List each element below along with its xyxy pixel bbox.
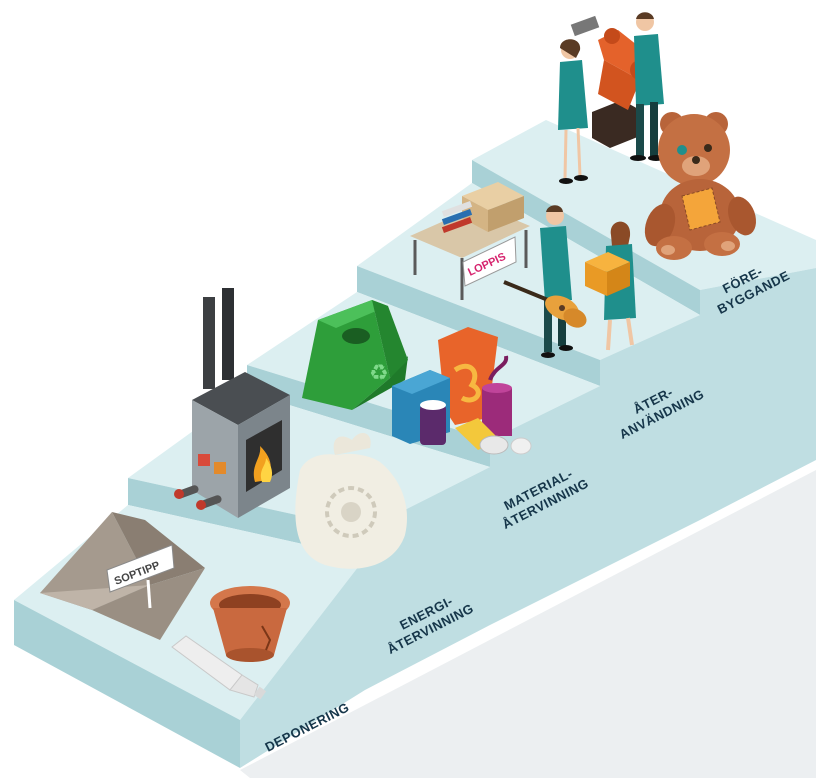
- bottle-icon: [171, 635, 267, 700]
- garbage-bag-icon: [295, 433, 408, 569]
- recycle-symbol: ♻: [369, 361, 389, 386]
- stove-icon: [174, 288, 290, 518]
- chimney-right: [222, 288, 234, 380]
- teddy-bear-icon: [644, 112, 757, 260]
- recycling-bin-icon: ♻: [302, 300, 408, 410]
- box-handover-icon: [585, 252, 630, 296]
- person-man-icon: [630, 12, 664, 161]
- flower-pot-icon: [210, 586, 290, 662]
- person-woman-icon: [558, 39, 588, 184]
- guitar-icon: [503, 280, 587, 328]
- staircase-shadow: [240, 470, 816, 778]
- chimney-left: [203, 297, 215, 389]
- loppis-table-icon: LOPPIS: [410, 182, 530, 300]
- packaging-icon: [392, 327, 532, 455]
- person-guitar-icon: [540, 205, 573, 358]
